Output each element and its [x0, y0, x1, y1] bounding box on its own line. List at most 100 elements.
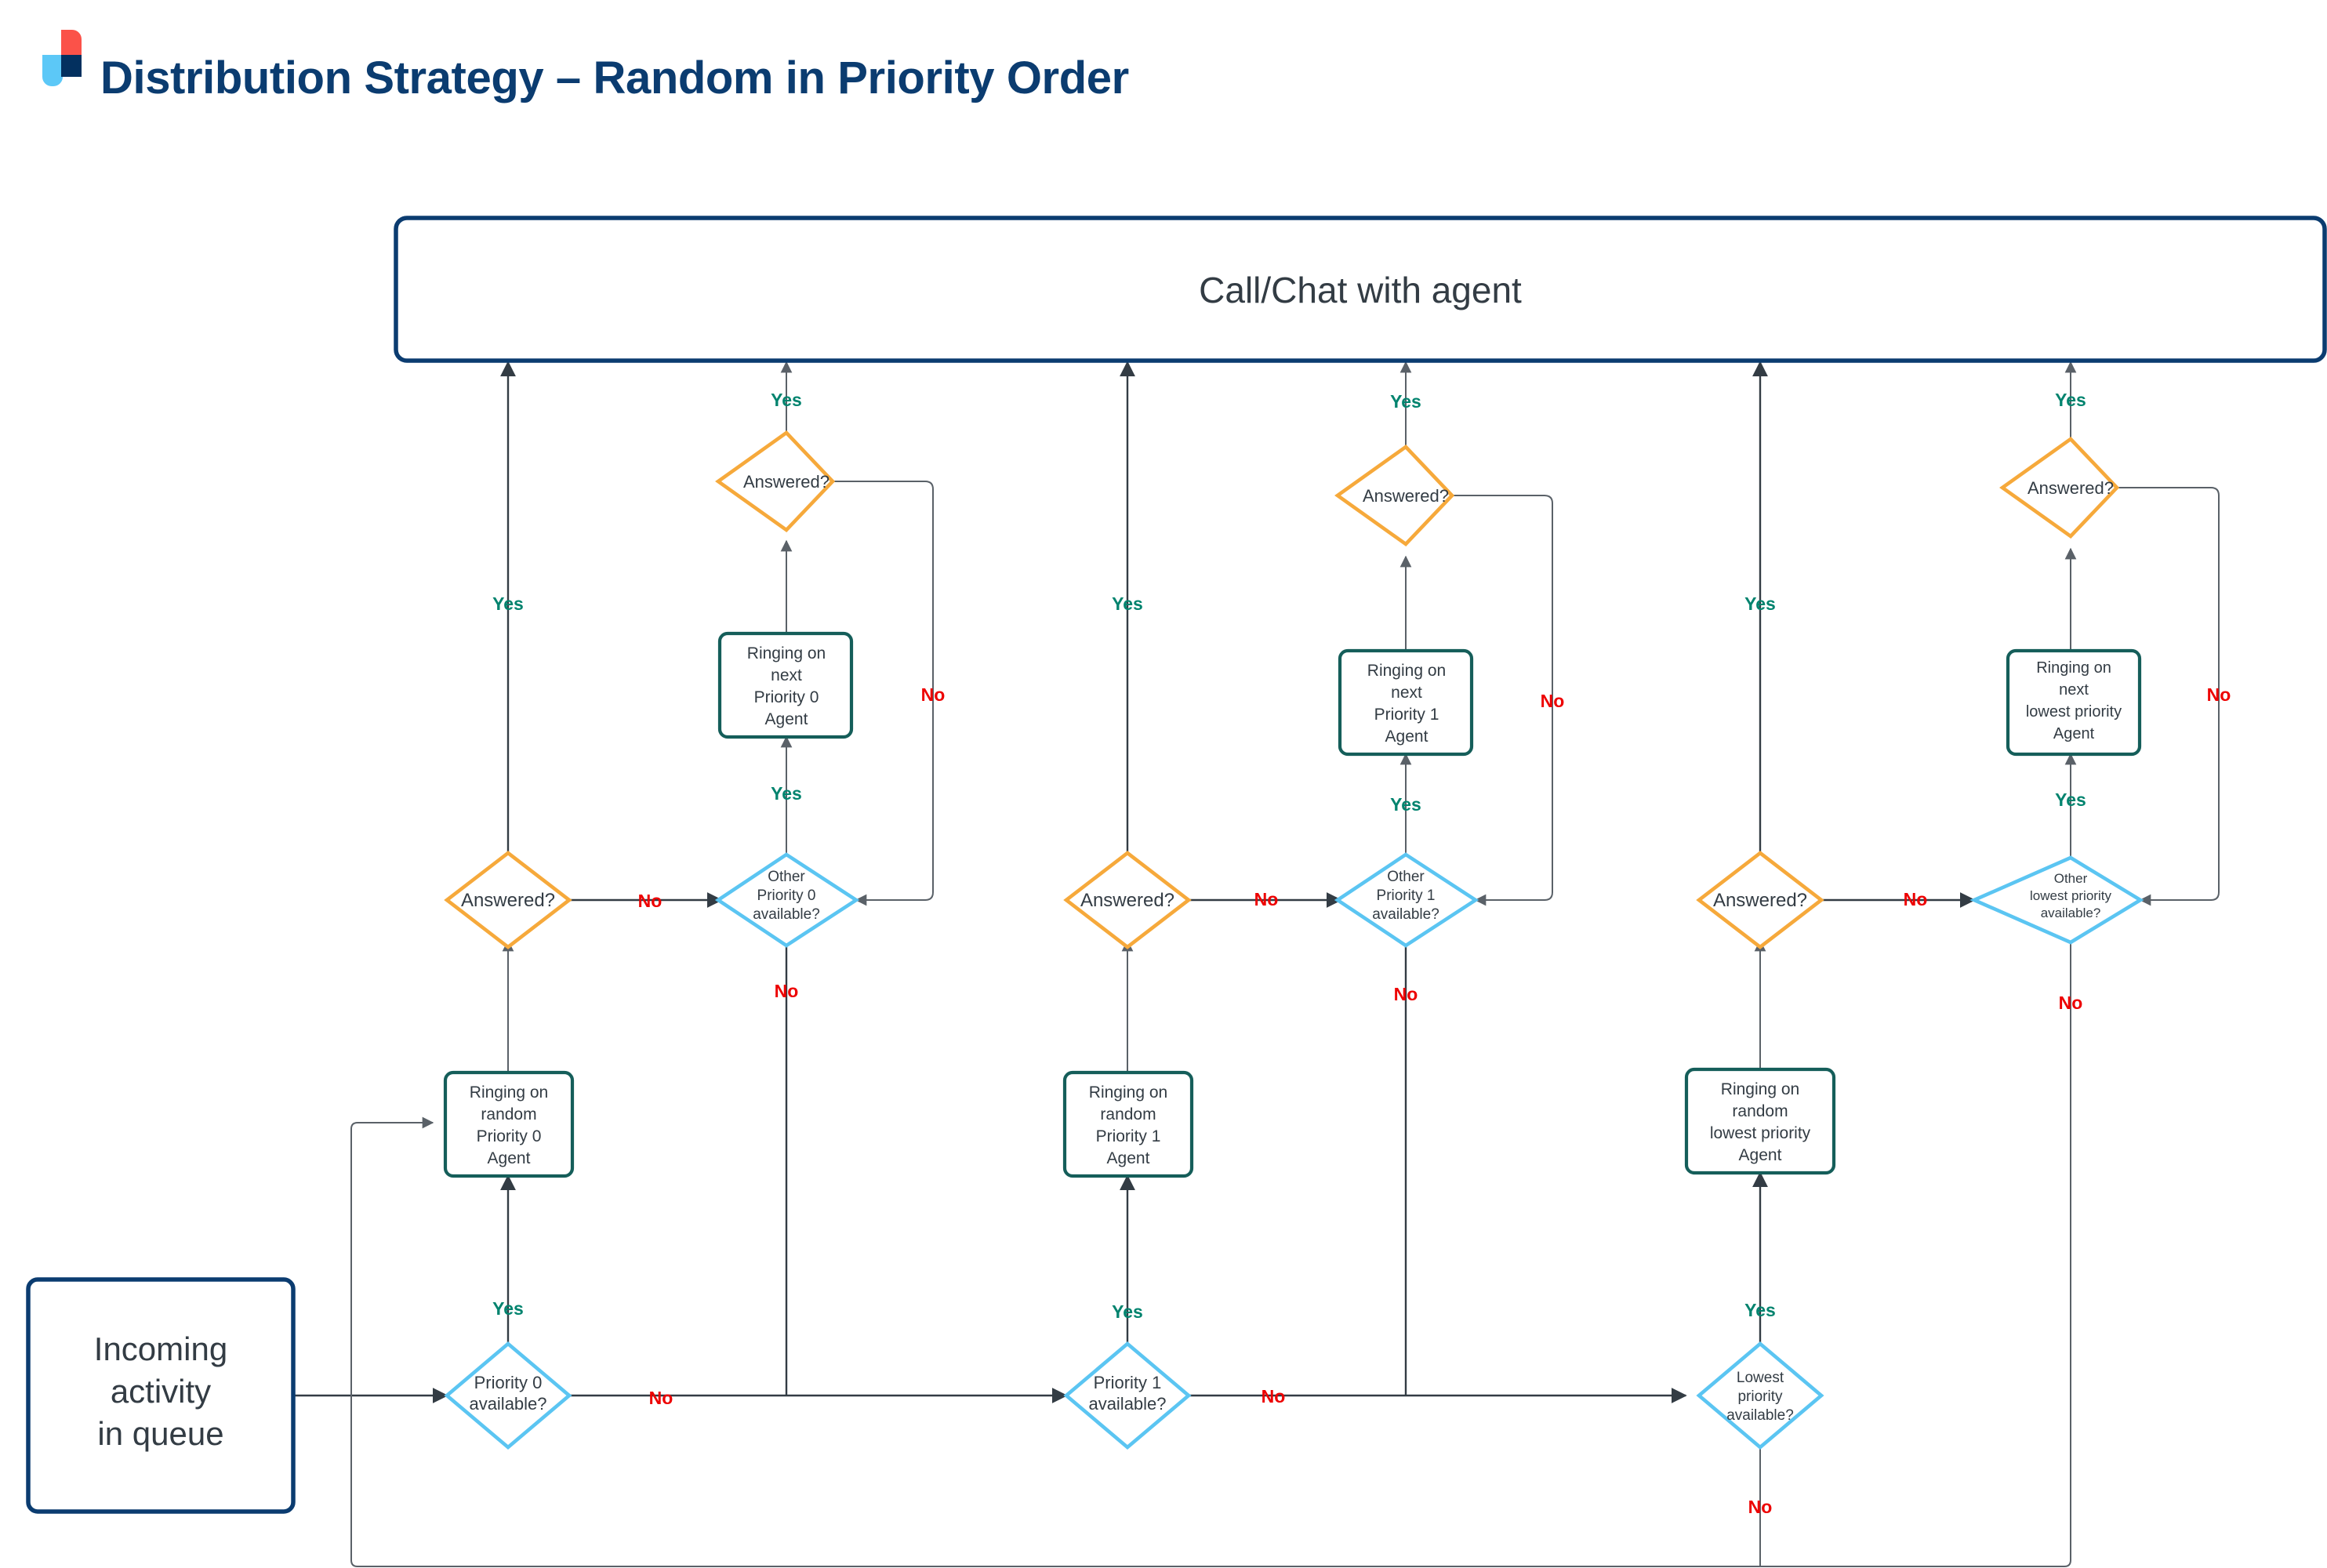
- p0-answered-2-label: Answered?: [743, 472, 830, 492]
- p1-available-line-1: Priority 1: [1094, 1373, 1162, 1392]
- lp-ringnext-line-2: next: [2059, 681, 2089, 699]
- p0-ringnext-line-1: Ringing on: [747, 644, 826, 662]
- p0-other-available-diamond[interactable]: [714, 852, 860, 948]
- label-p0-other-yes: Yes: [771, 783, 802, 804]
- node-lp-answered-1[interactable]: Answered?: [1696, 851, 1824, 949]
- node-p1-ringing-random[interactable]: Ringing on random Priority 1 Agent: [1062, 1070, 1194, 1178]
- label-p0-available-yes: Yes: [492, 1298, 524, 1319]
- node-p0-answered-2[interactable]: Answered?: [715, 430, 836, 533]
- lp-available-line-3: available?: [1726, 1407, 1794, 1424]
- p0-ringnext-line-2: next: [771, 666, 802, 684]
- node-call-chat-with-agent[interactable]: Call/Chat with agent: [394, 216, 2327, 363]
- label-p1-answered1-no: No: [1254, 889, 1279, 909]
- p0-ringrandom-line-1: Ringing on: [470, 1083, 548, 1102]
- node-priority-1-available[interactable]: Priority 1 available?: [1063, 1341, 1192, 1450]
- p0-answered-2-diamond[interactable]: [715, 430, 836, 533]
- lp-ringnext-line-1: Ringing on: [2036, 659, 2111, 677]
- lp-available-line-1: Lowest: [1737, 1370, 1784, 1386]
- p1-ringing-random-box[interactable]: [1062, 1070, 1194, 1178]
- node-p1-ringing-next[interactable]: Ringing on next Priority 1 Agent: [1338, 648, 1474, 757]
- node-p0-ringing-random[interactable]: Ringing on random Priority 0 Agent: [443, 1070, 575, 1178]
- p1-ringrandom-line-3: Priority 1: [1096, 1127, 1161, 1145]
- p0-answered-1-label: Answered?: [461, 890, 555, 911]
- incoming-line-1: Incoming: [94, 1330, 227, 1367]
- node-lowest-priority-available[interactable]: Lowest priority available?: [1696, 1341, 1824, 1450]
- node-p0-ringing-next[interactable]: Ringing on next Priority 0 Agent: [717, 631, 854, 739]
- p1-other-available-diamond[interactable]: [1334, 852, 1479, 948]
- label-p1-answered2-yes: Yes: [1390, 391, 1421, 412]
- lp-answered-1-diamond[interactable]: [1696, 851, 1824, 949]
- lowest-priority-available-diamond[interactable]: [1696, 1341, 1824, 1450]
- node-lp-ringing-next[interactable]: Ringing on next lowest priority Agent: [2006, 648, 2142, 757]
- p0-other-line-3: available?: [753, 906, 820, 923]
- edge-label-layer: Yes No Yes No Yes No Yes No Yes No Yes N…: [492, 390, 2231, 1517]
- p0-other-line-2: Priority 0: [757, 887, 816, 904]
- priority-1-available-diamond[interactable]: [1063, 1341, 1192, 1450]
- priority-0-available-diamond[interactable]: [444, 1341, 572, 1450]
- label-p0-available-no: No: [649, 1388, 673, 1408]
- p1-answered-1-label: Answered?: [1080, 890, 1174, 911]
- lp-answered-1-label: Answered?: [1713, 890, 1807, 911]
- label-lp-other-yes: Yes: [2055, 789, 2086, 810]
- edge-lp-other-no-return: [350, 942, 2071, 1567]
- p1-ringnext-line-4: Agent: [1385, 728, 1429, 746]
- lp-answered-2-label: Answered?: [2028, 478, 2114, 498]
- page-header: Distribution Strategy – Random in Priori…: [0, 0, 2327, 157]
- lp-answered-2-diamond[interactable]: [1999, 436, 2120, 539]
- incoming-line-2: activity: [111, 1373, 211, 1410]
- lp-available-line-2: priority: [1737, 1388, 1783, 1405]
- incoming-activity-box[interactable]: [26, 1277, 296, 1514]
- lp-other-line-3: available?: [2041, 906, 2101, 920]
- lp-ringrandom-line-4: Agent: [1739, 1146, 1782, 1164]
- lp-ringing-next-box[interactable]: [2006, 648, 2142, 757]
- p0-ringnext-line-3: Priority 0: [754, 688, 819, 706]
- p1-ringrandom-line-1: Ringing on: [1089, 1083, 1167, 1102]
- label-lp-answered1-yes: Yes: [1744, 593, 1776, 614]
- node-lp-other-available[interactable]: Other lowest priority available?: [1969, 855, 2144, 945]
- lp-ringing-random-box[interactable]: [1684, 1067, 1836, 1175]
- label-lp-answered2-no: No: [2207, 684, 2231, 705]
- p0-available-line-2: available?: [469, 1394, 546, 1414]
- label-p1-available-yes: Yes: [1112, 1301, 1143, 1322]
- p1-available-line-2: available?: [1088, 1394, 1166, 1414]
- lp-ringrandom-line-1: Ringing on: [1721, 1080, 1799, 1098]
- p0-other-line-1: Other: [768, 869, 805, 885]
- node-p1-other-available[interactable]: Other Priority 1 available?: [1334, 852, 1479, 948]
- node-p0-other-available[interactable]: Other Priority 0 available?: [714, 852, 860, 948]
- node-incoming-activity[interactable]: Incoming activity in queue: [26, 1277, 296, 1514]
- node-p1-answered-2[interactable]: Answered?: [1334, 444, 1455, 547]
- p0-ringing-random-box[interactable]: [443, 1070, 575, 1178]
- label-p0-answered1-yes: Yes: [492, 593, 524, 614]
- lp-other-available-diamond[interactable]: [1969, 855, 2144, 945]
- p1-other-line-3: available?: [1372, 906, 1439, 923]
- call-chat-box[interactable]: [394, 216, 2327, 363]
- node-lp-ringing-random[interactable]: Ringing on random lowest priority Agent: [1684, 1067, 1836, 1175]
- node-lp-answered-2[interactable]: Answered?: [1999, 436, 2120, 539]
- label-lp-answered1-no: No: [1904, 889, 1928, 909]
- label-lp-answered2-yes: Yes: [2055, 390, 2086, 410]
- label-lp-other-no: No: [2059, 993, 2083, 1013]
- p1-ringrandom-line-2: random: [1100, 1105, 1156, 1123]
- p0-answered-1-diamond[interactable]: [444, 851, 572, 949]
- p1-answered-1-diamond[interactable]: [1063, 851, 1192, 949]
- node-priority-0-available[interactable]: Priority 0 available?: [444, 1341, 572, 1450]
- edge-p1-answered2-no: [1452, 495, 1553, 906]
- p1-other-line-1: Other: [1387, 869, 1425, 885]
- p1-ringnext-line-2: next: [1391, 684, 1422, 702]
- lp-ringrandom-line-3: lowest priority: [1710, 1124, 1811, 1142]
- p0-available-line-1: Priority 0: [474, 1373, 543, 1392]
- p1-answered-2-diamond[interactable]: [1334, 444, 1455, 547]
- node-p0-answered-1[interactable]: Answered?: [444, 851, 572, 949]
- label-p1-other-no: No: [1394, 984, 1418, 1004]
- p1-ringnext-line-3: Priority 1: [1374, 706, 1439, 724]
- lp-ringrandom-line-2: random: [1732, 1102, 1788, 1120]
- node-p1-answered-1[interactable]: Answered?: [1063, 851, 1192, 949]
- p1-ringing-next-box[interactable]: [1338, 648, 1474, 757]
- lp-other-line-1: Other: [2054, 871, 2088, 886]
- p1-answered-2-label: Answered?: [1363, 486, 1449, 506]
- label-p1-answered2-no: No: [1541, 691, 1565, 711]
- lp-ringnext-line-3: lowest priority: [2026, 703, 2122, 720]
- p0-ringing-next-box[interactable]: [717, 631, 854, 739]
